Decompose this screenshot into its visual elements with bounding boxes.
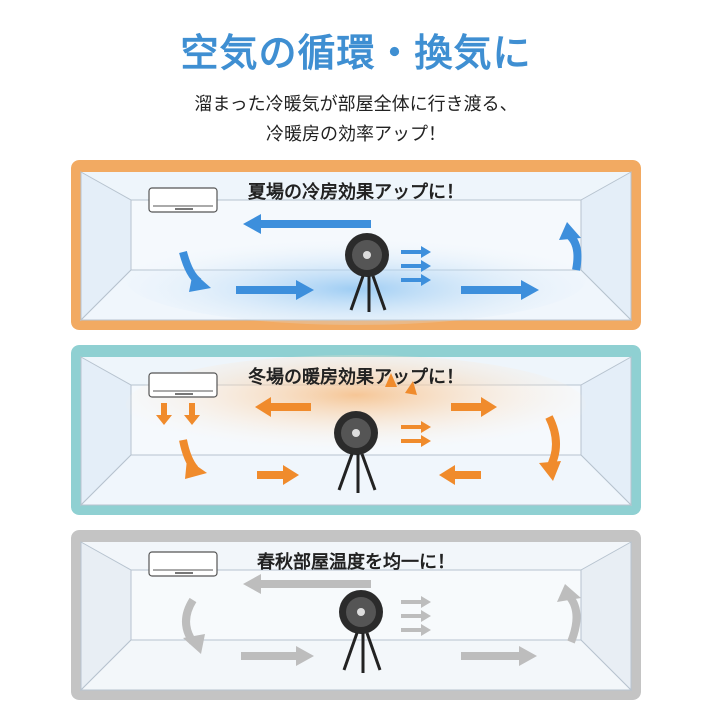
subtitle-line-1: 溜まった冷暖気が部屋全体に行き渡る、 xyxy=(194,94,518,115)
fan-air-2 xyxy=(401,435,431,447)
fan-icon xyxy=(345,233,389,312)
arrow-curve-down-head xyxy=(183,634,205,654)
subtitle-line-2: 冷暖房の効率アップ！ xyxy=(266,124,446,145)
subtitle: 溜まった冷暖気が部屋全体に行き渡る、 冷暖房の効率アップ！ xyxy=(0,90,712,150)
arrow-ac-down-1 xyxy=(156,403,172,425)
fan-air-1 xyxy=(401,421,431,433)
arrow-floor-right xyxy=(461,280,539,300)
cooling-panel-label: 夏場の冷房効果アップに！ xyxy=(248,182,464,203)
arrow-floor-right xyxy=(439,465,481,485)
arrow-left-top xyxy=(243,574,371,594)
heating-panel: 冬場の暖房効果アップに！ xyxy=(71,345,641,515)
air-conditioner-icon xyxy=(148,551,218,577)
fan-air-up-2 xyxy=(405,381,417,395)
fan-air-2 xyxy=(401,610,431,622)
fan-icon xyxy=(334,411,378,493)
fan-air-3 xyxy=(401,624,431,636)
neutral-panel-label: 春秋部屋温度を均一に！ xyxy=(257,552,455,573)
arrow-floor-left xyxy=(257,465,299,485)
cooling-panel: 夏場の冷房効果アップに！ xyxy=(71,160,641,330)
arrow-curve-down-left-head xyxy=(185,459,207,479)
room-floor xyxy=(79,454,633,506)
airflow-arrows xyxy=(156,373,561,485)
arrow-left-top xyxy=(255,397,311,417)
arrow-curve-down-head xyxy=(189,272,211,292)
neutral-room-illustration xyxy=(71,530,641,700)
fan-icon xyxy=(339,590,383,673)
fan-air-up-1 xyxy=(385,373,397,387)
room-floor xyxy=(79,639,633,691)
arrow-left-top xyxy=(243,214,371,234)
fan-air-3 xyxy=(401,274,431,286)
air-conditioner-icon xyxy=(148,187,218,213)
cooling-room-illustration xyxy=(71,160,641,330)
heating-room-illustration xyxy=(71,345,641,515)
heating-panel-label: 冬場の暖房効果アップに！ xyxy=(248,367,464,388)
airflow-arrows xyxy=(182,574,581,666)
fan-air-2 xyxy=(401,260,431,272)
air-conditioner-icon xyxy=(148,372,218,398)
arrow-floor-right xyxy=(461,646,537,666)
arrow-curve-down-right-head xyxy=(539,461,561,481)
arrow-floor-left xyxy=(241,646,314,666)
warm-air-glow xyxy=(126,355,586,455)
arrow-curve-up-head xyxy=(557,584,581,602)
neutral-panel: 春秋部屋温度を均一に！ xyxy=(71,530,641,700)
page-title: 空気の循環・換気に xyxy=(180,31,532,75)
fan-air-1 xyxy=(401,596,431,608)
arrow-right-top xyxy=(451,397,497,417)
fan-air-1 xyxy=(401,246,431,258)
arrow-curve-up-head xyxy=(559,222,581,240)
arrow-floor-left xyxy=(236,280,314,300)
cool-air-glow xyxy=(126,235,586,325)
arrow-ac-down-2 xyxy=(184,403,200,425)
airflow-arrows xyxy=(179,214,582,300)
